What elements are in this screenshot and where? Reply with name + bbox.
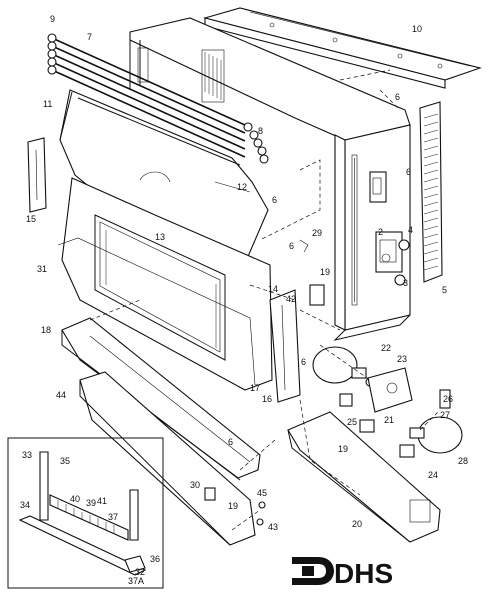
callout-20: 20 xyxy=(352,519,362,529)
callout-45: 45 xyxy=(257,488,267,498)
bracket-part-30 xyxy=(204,487,216,501)
callout-14: 14 xyxy=(268,284,278,294)
callout-26: 26 xyxy=(443,394,453,404)
callout-9: 9 xyxy=(50,14,55,24)
callout-34: 34 xyxy=(20,500,30,510)
callout-6: 6 xyxy=(301,357,306,367)
callout-35: 35 xyxy=(60,456,70,466)
callout-30: 30 xyxy=(190,480,200,490)
callout-8: 8 xyxy=(258,126,263,136)
callout-6: 6 xyxy=(272,195,277,205)
lamp-bulb-left xyxy=(312,346,375,387)
callout-11: 11 xyxy=(43,99,52,109)
bracket-part-26 xyxy=(439,389,451,409)
callout-7: 7 xyxy=(87,32,92,42)
lamp-housing-part-23 xyxy=(367,367,413,413)
callout-4: 4 xyxy=(408,225,413,235)
left-panel-part-15 xyxy=(27,137,47,213)
lamp-bulb-part-28 xyxy=(409,416,463,454)
callout-5: 5 xyxy=(442,285,447,295)
screw-part-45 xyxy=(258,501,266,509)
callout-41: 41 xyxy=(97,496,107,506)
front-frame-part-31 xyxy=(57,177,273,391)
clip-part-42 xyxy=(309,284,325,306)
callout-12: 12 xyxy=(237,182,247,192)
cabinet-housing xyxy=(129,17,411,341)
clip-part-29 xyxy=(299,239,309,253)
callout-29: 29 xyxy=(312,228,322,238)
callout-24: 24 xyxy=(428,470,438,480)
lower-trim-part-18 xyxy=(61,317,261,481)
side-grille-part-5 xyxy=(419,101,443,283)
callout-6: 6 xyxy=(406,167,411,177)
callout-31: 31 xyxy=(37,264,47,274)
callout-28: 28 xyxy=(458,456,468,466)
callout-21: 21 xyxy=(384,415,394,425)
top-rail-part-10 xyxy=(202,7,482,89)
inset-detail-box xyxy=(7,437,164,589)
callout-15: 15 xyxy=(26,214,36,224)
tube-fittings-part-9 xyxy=(47,33,57,75)
callout-6: 6 xyxy=(228,437,233,447)
callout-37: 37 xyxy=(108,512,118,522)
callout-2: 2 xyxy=(378,227,383,237)
socket-part-24 xyxy=(399,444,415,458)
callout-40: 40 xyxy=(70,494,80,504)
callout-19: 19 xyxy=(320,267,330,277)
callout-27: 27 xyxy=(440,410,450,420)
callout-42: 42 xyxy=(286,294,296,304)
burner-tubes-part-7 xyxy=(51,37,246,158)
bracket-part-14 xyxy=(269,289,301,403)
socket-part-21 xyxy=(339,393,353,407)
end-caps-part-8 xyxy=(243,122,269,164)
callout-32: 32 xyxy=(135,567,145,577)
callout-16: 16 xyxy=(262,394,272,404)
callout-22: 22 xyxy=(381,343,391,353)
callout-6: 6 xyxy=(395,92,400,102)
screw-part-43 xyxy=(256,518,264,526)
base-plate-part-44 xyxy=(79,371,256,546)
callout-44: 44 xyxy=(56,390,66,400)
dhs-logo: DHS xyxy=(292,557,393,589)
callout-36: 36 xyxy=(150,554,160,564)
bracket-part-25 xyxy=(359,419,375,433)
callout-43: 43 xyxy=(268,522,278,532)
callout-17: 17 xyxy=(250,383,260,393)
callout-39: 39 xyxy=(86,498,96,508)
callout-23: 23 xyxy=(397,354,407,364)
callout-labels: 9 7 10 6 11 8 12 6 15 13 6 29 6 2 4 31 1… xyxy=(20,14,468,586)
lamp-tray-part-20 xyxy=(287,411,441,543)
callout-25: 25 xyxy=(347,417,357,427)
assembly-guide-lines xyxy=(89,69,441,531)
callout-3: 3 xyxy=(403,278,408,288)
callout-19: 19 xyxy=(228,501,238,511)
logo-text: DHS xyxy=(334,558,393,589)
callout-19: 19 xyxy=(338,444,348,454)
callout-6: 6 xyxy=(289,241,294,251)
callout-33: 33 xyxy=(22,450,32,460)
callout-18: 18 xyxy=(41,325,51,335)
callout-10: 10 xyxy=(412,24,422,34)
callout-37a: 37A xyxy=(128,576,144,586)
callout-13: 13 xyxy=(155,232,165,242)
